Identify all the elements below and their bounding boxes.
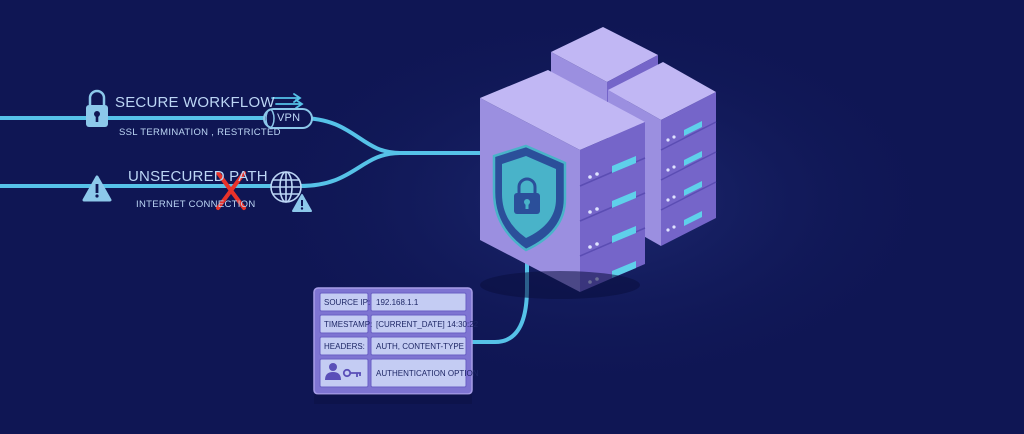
unsecured-path-title: UNSECURED PATH [128, 168, 268, 185]
user-key-icon [325, 363, 361, 380]
vpn-tunnel-icon [263, 93, 313, 129]
request-info-panel [313, 287, 473, 404]
blocked-cross-icon [216, 171, 246, 210]
source-ip-key: SOURCE IP: [324, 298, 371, 307]
source-ip-value: 192.168.1.1 [376, 298, 419, 307]
globe-icon [270, 171, 302, 203]
vpn-label: VPN [277, 112, 301, 124]
timestamp-value: [CURRENT_DATE] 14:30:22 [376, 320, 479, 329]
secure-workflow-subtitle: SSL TERMINATION , RESTRICTED [119, 127, 281, 138]
unsecured-connector [0, 151, 402, 188]
unsecured-path-subtitle: INTERNET CONNECTION [136, 199, 256, 210]
headers-value: AUTH, CONTENT-TYPE [376, 342, 465, 351]
server-shadow [480, 271, 640, 299]
warning-icon [82, 175, 112, 202]
shield-lock-icon [492, 144, 567, 252]
secure-workflow-title: SECURE WORKFLOW [115, 94, 275, 111]
authentication-value: AUTHENTICATION OPTION [376, 369, 479, 378]
padlock-icon [86, 89, 108, 127]
warning-icon [292, 194, 312, 212]
headers-key: HEADERS: [324, 342, 365, 351]
timestamp-key: TIMESTAMP: [324, 320, 373, 329]
